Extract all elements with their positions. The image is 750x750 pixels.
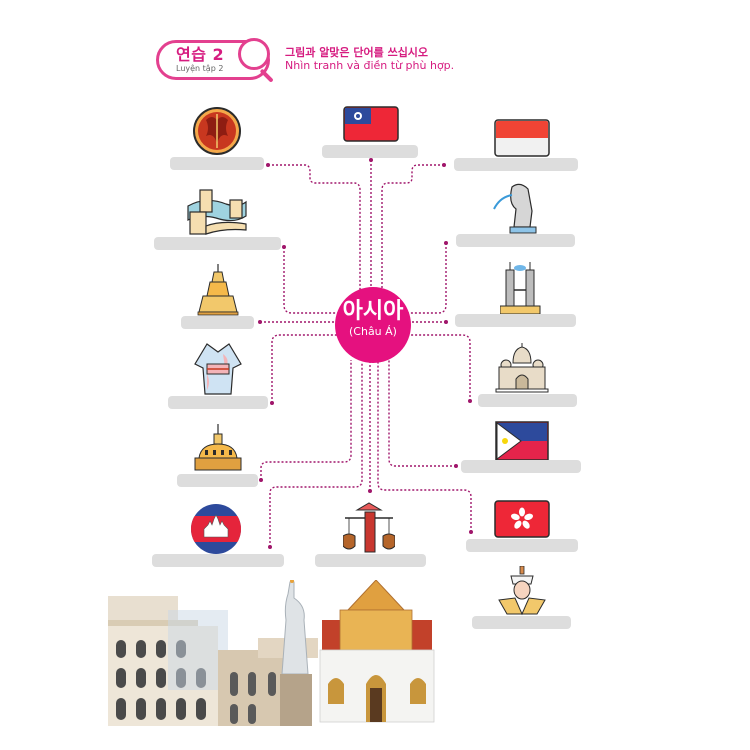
answer-box-pagoda[interactable]	[181, 316, 254, 329]
answer-box-taj-mahal[interactable]	[478, 394, 577, 407]
cambodia-flag-icon	[191, 504, 241, 554]
answer-box-philippines[interactable]	[461, 460, 581, 473]
answer-box-costume[interactable]	[472, 616, 571, 629]
answer-box-vendor[interactable]	[315, 554, 426, 567]
center-label-vietnamese: (Châu Á)	[349, 325, 397, 338]
center-topic-asia: 아시아 (Châu Á)	[335, 287, 411, 363]
kimono-icon	[194, 343, 242, 395]
taj-mahal-icon	[495, 343, 549, 393]
world-landmarks-illustration	[108, 580, 435, 726]
answer-box-stupa[interactable]	[177, 474, 258, 487]
philippines-flag-icon	[495, 421, 549, 461]
center-label-korean: 아시아	[342, 299, 404, 324]
stupa-icon	[194, 424, 242, 471]
answer-box-cambodia[interactable]	[152, 554, 284, 567]
vendor-icon	[343, 502, 395, 553]
answer-box-kimono[interactable]	[168, 396, 268, 409]
merlion-icon	[493, 183, 537, 234]
exercise-subtitle: Luyện tập 2	[176, 64, 224, 73]
taiwan-flag-icon	[343, 106, 399, 142]
answer-box-hongkong[interactable]	[466, 539, 578, 552]
hongkong-flag-icon	[494, 500, 550, 538]
great-wall-icon	[187, 189, 247, 235]
round-ornament-icon	[193, 107, 241, 155]
instruction-korean: 그림과 알맞은 단어를 쓰십시오	[285, 46, 429, 59]
answer-box-taiwan[interactable]	[322, 145, 418, 158]
instruction-vietnamese: Nhìn tranh và điền từ phù hợp.	[285, 59, 455, 72]
twin-towers-icon	[500, 262, 541, 314]
exercise-title: 연습 2	[176, 45, 225, 64]
answer-box-ornament[interactable]	[170, 157, 264, 170]
answer-box-merlion[interactable]	[456, 234, 575, 247]
indonesia-flag-icon	[494, 119, 550, 157]
pagoda-icon	[197, 264, 239, 316]
magnifier-icon	[238, 38, 270, 70]
answer-box-towers[interactable]	[455, 314, 576, 327]
answer-box-indonesia[interactable]	[454, 158, 578, 171]
answer-box-great-wall[interactable]	[154, 237, 281, 250]
royal-costume-icon	[498, 566, 546, 616]
